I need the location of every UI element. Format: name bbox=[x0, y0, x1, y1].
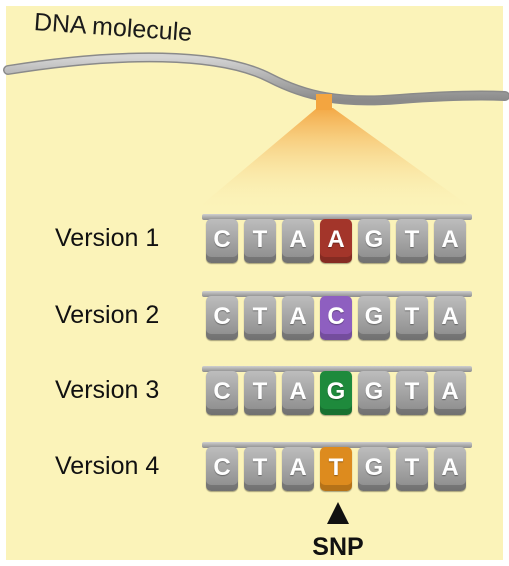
nucleotide-letter: A bbox=[441, 378, 459, 405]
nucleotide-letter: A bbox=[289, 303, 307, 330]
nucleotide: G bbox=[358, 296, 390, 340]
snp-nucleotide: T bbox=[320, 447, 352, 491]
nucleotide: T bbox=[396, 371, 428, 415]
nucleotide-letter: A bbox=[441, 303, 459, 330]
nucleotide: T bbox=[396, 296, 428, 340]
nucleotide: C bbox=[206, 447, 238, 491]
nucleotide-letter: T bbox=[328, 454, 344, 481]
nucleotide: C bbox=[206, 219, 238, 263]
nucleotide: T bbox=[396, 219, 428, 263]
nucleotide-letter: C bbox=[327, 303, 345, 330]
nucleotide-letter: T bbox=[252, 303, 268, 330]
nucleotide: A bbox=[434, 447, 466, 491]
nucleotide: T bbox=[244, 296, 276, 340]
nucleotide-letter: T bbox=[404, 303, 420, 330]
snp-arrow-icon bbox=[327, 502, 349, 524]
nucleotide-letter: A bbox=[327, 226, 345, 253]
nucleotide: T bbox=[244, 219, 276, 263]
snp-nucleotide: G bbox=[320, 371, 352, 415]
nucleotide-letter: T bbox=[252, 226, 268, 253]
nucleotide-letter: T bbox=[404, 226, 420, 253]
snp-label: SNP bbox=[312, 533, 364, 561]
nucleotide: A bbox=[282, 296, 314, 340]
sugar-phosphate-backbone bbox=[202, 366, 472, 372]
nucleotide: A bbox=[282, 371, 314, 415]
snp-nucleotide: A bbox=[320, 219, 352, 263]
nucleotide-letter: G bbox=[326, 378, 346, 405]
nucleotide-letter: A bbox=[441, 226, 459, 253]
nucleotide: C bbox=[206, 296, 238, 340]
sugar-phosphate-backbone bbox=[202, 214, 472, 220]
nucleotide-letter: G bbox=[364, 226, 384, 253]
nucleotide-letter: T bbox=[404, 378, 420, 405]
nucleotide-letter: C bbox=[213, 454, 231, 481]
nucleotide: T bbox=[244, 371, 276, 415]
nucleotide-letter: G bbox=[364, 454, 384, 481]
nucleotide-letter: G bbox=[364, 378, 384, 405]
nucleotide-letter: A bbox=[441, 454, 459, 481]
nucleotide-letter: A bbox=[289, 378, 307, 405]
sugar-phosphate-backbone bbox=[202, 291, 472, 297]
snp-locus-marker bbox=[316, 94, 332, 110]
nucleotide-letter: C bbox=[213, 303, 231, 330]
nucleotide: G bbox=[358, 447, 390, 491]
nucleotide: G bbox=[358, 371, 390, 415]
nucleotide-letter: C bbox=[213, 378, 231, 405]
zoom-callout bbox=[198, 108, 472, 208]
version-label: Version 2 bbox=[55, 301, 160, 329]
nucleotide-letter: G bbox=[364, 303, 384, 330]
nucleotide: C bbox=[206, 371, 238, 415]
nucleotide: T bbox=[244, 447, 276, 491]
nucleotide-letter: A bbox=[289, 226, 307, 253]
nucleotide: G bbox=[358, 219, 390, 263]
version-label: Version 1 bbox=[55, 224, 160, 252]
nucleotide: A bbox=[434, 219, 466, 263]
nucleotide: A bbox=[282, 219, 314, 263]
nucleotide-letter: T bbox=[404, 454, 420, 481]
nucleotide-letter: T bbox=[252, 378, 268, 405]
dna-strand bbox=[4, 53, 509, 104]
nucleotide: A bbox=[434, 371, 466, 415]
nucleotide-letter: T bbox=[252, 454, 268, 481]
sugar-phosphate-backbone bbox=[202, 442, 472, 448]
nucleotide: A bbox=[434, 296, 466, 340]
version-label: Version 3 bbox=[55, 376, 160, 404]
nucleotide: T bbox=[396, 447, 428, 491]
snp-nucleotide: C bbox=[320, 296, 352, 340]
nucleotide-letter: A bbox=[289, 454, 307, 481]
nucleotide-letter: C bbox=[213, 226, 231, 253]
nucleotide: A bbox=[282, 447, 314, 491]
version-label: Version 4 bbox=[55, 452, 160, 480]
